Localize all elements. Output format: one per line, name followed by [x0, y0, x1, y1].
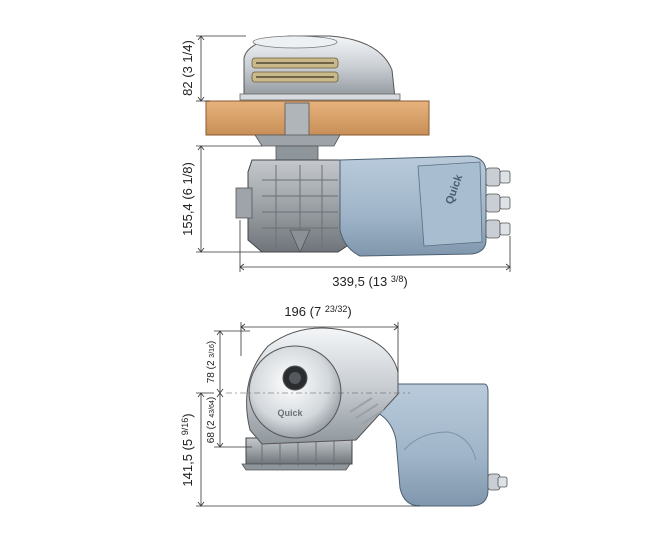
chain-drum: Quick	[248, 345, 342, 439]
windlass-cap	[239, 35, 401, 101]
cable-glands	[485, 167, 511, 239]
dim-lower-height	[196, 145, 262, 253]
gearbox	[235, 159, 351, 253]
dim-lower-offset	[214, 392, 252, 448]
shaft-flange	[254, 102, 341, 165]
brand-logo-side: Quick	[277, 408, 303, 418]
dim-upper-offset	[214, 330, 250, 394]
bottom-view: Quick 196 (7 23/32) 78 (2 3/16)	[180, 304, 508, 507]
motor-housing-side	[375, 383, 489, 507]
dim-width	[240, 322, 399, 372]
dim-lower-height-label: 155,4 (6 1/8)	[180, 162, 195, 236]
gearbox-base	[241, 437, 353, 471]
dim-lower-offset-label: 68 (2 43/64)	[206, 397, 217, 443]
dim-upper-offset-label: 78 (2 3/16)	[206, 341, 217, 384]
dim-total-height	[196, 392, 420, 507]
deck-section	[205, 100, 430, 136]
motor-housing: Quick	[339, 155, 487, 257]
dim-total-height-label: 141,5 (5 9/16)	[180, 413, 195, 486]
dim-upper-height-label: 82 (3 1/4)	[180, 40, 195, 96]
cable-glands-side	[487, 473, 508, 491]
top-view: Quick 82 (3 1/4)	[180, 35, 511, 289]
dim-total-length	[239, 220, 511, 272]
dim-total-length-label: 339,5 (13 3/8)	[332, 274, 407, 289]
dim-upper-height	[196, 35, 246, 102]
dim-width-label: 196 (7 23/32)	[284, 304, 351, 319]
